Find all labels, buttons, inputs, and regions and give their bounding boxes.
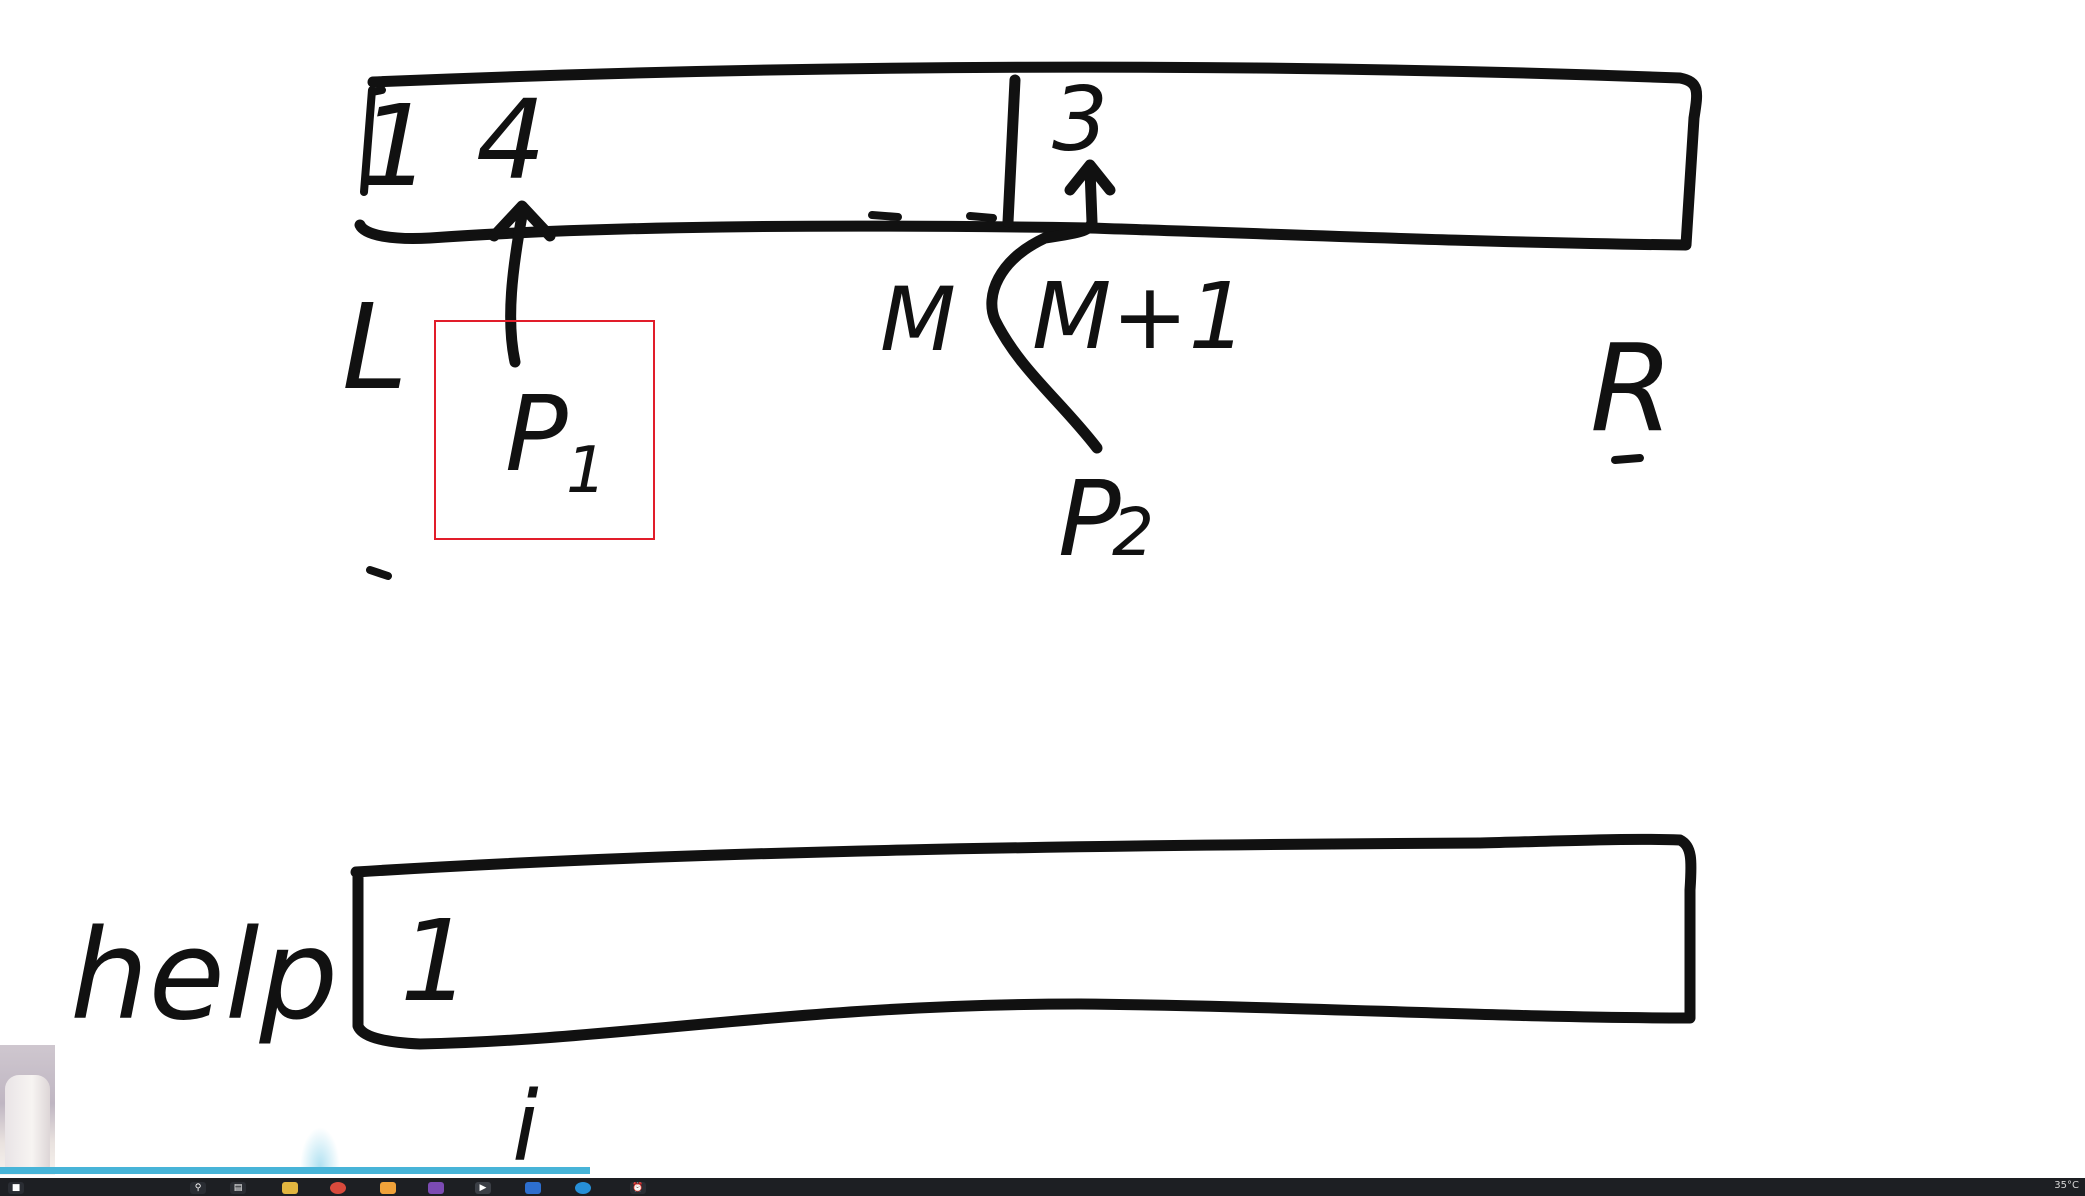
edge-icon[interactable]: [428, 1182, 444, 1194]
p2-arrow: [986, 159, 1116, 454]
label-P1: P: [505, 373, 568, 495]
mail-icon[interactable]: [575, 1182, 591, 1194]
p1-arrow: [488, 200, 556, 368]
app-icon[interactable]: [380, 1182, 396, 1194]
top-array-value-4: 4: [476, 76, 546, 204]
chrome-icon[interactable]: [330, 1182, 346, 1194]
divider-marks: [868, 211, 997, 222]
presenter-video: [5, 1075, 50, 1170]
label-P2-subscript: 2: [1112, 494, 1154, 571]
taskbar: ■ ⚲ ▤ ▶ ⏰ 35°C: [0, 1178, 2085, 1196]
top-array-value-1: 1: [360, 82, 431, 212]
help-array-outline: [350, 833, 1697, 1050]
word-icon[interactable]: [525, 1182, 541, 1194]
task-view-icon[interactable]: ▤: [230, 1182, 246, 1194]
stray-mark-r: [1611, 454, 1644, 464]
stray-mark-left: [366, 566, 392, 580]
video-progress[interactable]: [0, 1120, 590, 1178]
clock-icon[interactable]: ⏰: [630, 1182, 646, 1194]
top-array-outline: [354, 61, 1703, 251]
tray-temperature: 35°C: [2054, 1180, 2079, 1191]
top-array-value-3: 3: [1052, 68, 1108, 171]
help-index-i: i: [512, 1071, 539, 1183]
file-explorer-icon[interactable]: [282, 1182, 298, 1194]
progress-bar[interactable]: [0, 1167, 590, 1174]
label-L: L: [342, 278, 408, 416]
label-P2: P: [1058, 458, 1121, 580]
label-P1-subscript: 1: [566, 434, 607, 508]
label-M-plus-1: M+1: [1032, 263, 1247, 370]
search-icon[interactable]: ⚲: [190, 1182, 206, 1194]
top-array-divider: [1002, 74, 1021, 228]
top-array-left-edge: [360, 86, 386, 196]
p1-highlight-box: [434, 320, 655, 540]
media-player-icon[interactable]: ▶: [475, 1182, 491, 1194]
label-R: R: [1590, 320, 1673, 459]
start-icon[interactable]: ■: [8, 1182, 24, 1194]
progress-scrub-glow: [300, 1127, 340, 1167]
label-M: M: [880, 268, 956, 371]
help-array-name: help: [70, 904, 338, 1048]
help-array-value-1: 1: [400, 897, 471, 1027]
webcam-overlay: [0, 1045, 55, 1175]
